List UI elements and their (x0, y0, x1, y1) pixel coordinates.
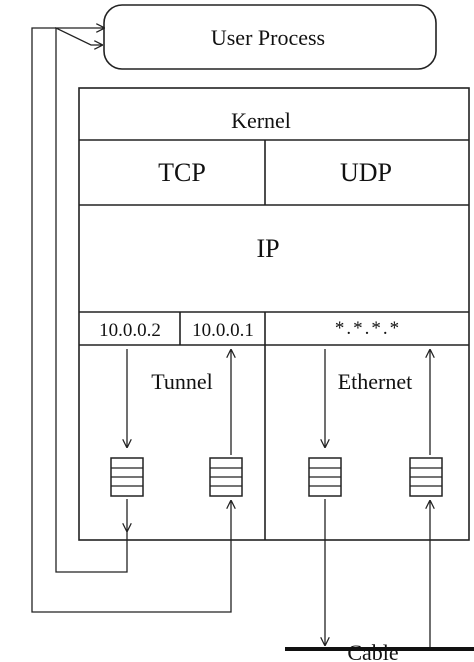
tunnel-outgoing-queue-icon (110, 457, 144, 497)
tcp-label: TCP (158, 158, 206, 187)
tunnel-incoming-queue-icon (209, 457, 243, 497)
ethernet-incoming-queue-icon (409, 457, 443, 497)
ethernet-outgoing-path (308, 349, 342, 645)
address-ethernet-wildcard: *.*.*.* (335, 318, 401, 339)
ethernet-outgoing-queue-icon (308, 457, 342, 497)
kernel-box (78, 87, 470, 541)
ethernet-incoming-path (409, 350, 443, 648)
tunnel-label: Tunnel (151, 369, 213, 394)
kernel-label: Kernel (231, 108, 291, 133)
ethernet-label: Ethernet (338, 369, 413, 394)
user-process-box: User Process (103, 4, 437, 70)
ip-label: IP (256, 234, 279, 263)
tunnel-incoming-path (31, 27, 243, 613)
address-tunnel-in: 10.0.0.1 (192, 320, 254, 341)
udp-label: UDP (340, 158, 392, 187)
address-tunnel-out: 10.0.0.2 (99, 320, 161, 341)
tunnel-outgoing-path (55, 26, 144, 573)
cable-label: Cable (347, 640, 398, 662)
user-process-label: User Process (211, 25, 325, 50)
